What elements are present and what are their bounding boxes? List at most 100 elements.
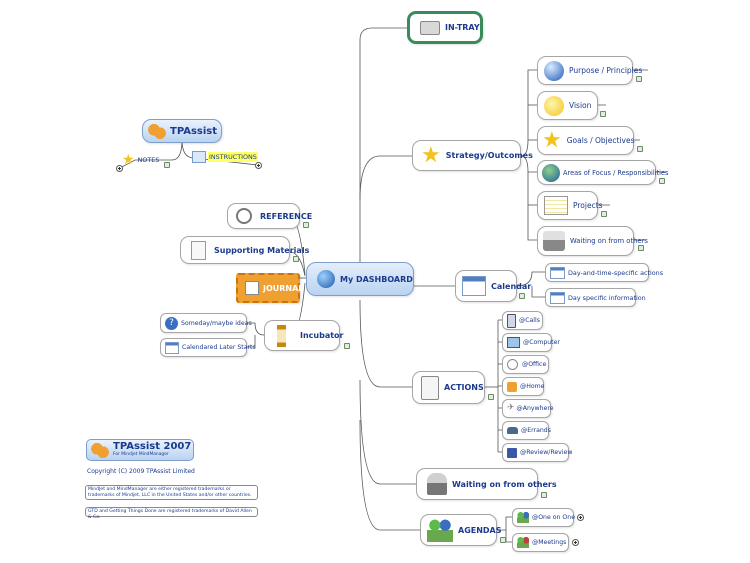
central-label: My DASHBOARD bbox=[340, 274, 413, 284]
plane-icon: ✈ bbox=[507, 403, 515, 413]
reference-topic[interactable]: REFERENCE bbox=[227, 203, 312, 229]
agenda-label: @One on One bbox=[532, 514, 576, 521]
earth-icon bbox=[542, 163, 560, 182]
agenda-meetings[interactable]: @Meetings bbox=[512, 533, 569, 552]
tpassist-logo-icon bbox=[90, 441, 110, 459]
person-at-desk-icon bbox=[427, 473, 447, 495]
sun-icon bbox=[544, 95, 564, 116]
waiting-topic[interactable]: Waiting on from others bbox=[416, 468, 557, 500]
agendas-topic[interactable]: AGENDAS bbox=[420, 514, 502, 546]
in-tray-topic[interactable]: IN-TRAY bbox=[407, 11, 483, 44]
car-icon bbox=[507, 427, 518, 434]
hourglass-icon bbox=[277, 324, 286, 347]
question-icon: ? bbox=[165, 316, 178, 330]
supporting-materials-topic[interactable]: Supporting Materials bbox=[180, 236, 309, 264]
action-label: @Anywhere bbox=[516, 405, 554, 412]
agendas-label: AGENDAS bbox=[458, 525, 502, 535]
action-calls[interactable]: @Calls bbox=[502, 311, 543, 330]
book-icon bbox=[507, 447, 517, 458]
tray-icon bbox=[420, 20, 440, 35]
instructions-icon bbox=[192, 151, 206, 163]
action-review[interactable]: @Review/Review bbox=[502, 443, 573, 462]
calendar-topic[interactable]: Calendar bbox=[455, 270, 531, 302]
tpassist-2007-logo: TPAssist 2007 For Mindjet MindManager bbox=[86, 439, 194, 461]
supporting-label: Supporting Materials bbox=[214, 245, 310, 255]
note-indicator-icon bbox=[601, 211, 607, 217]
home-icon bbox=[507, 381, 517, 392]
phone-icon bbox=[507, 313, 516, 328]
trademark-note-mindjet: MindJet and MindManager are either regis… bbox=[85, 485, 258, 500]
note-indicator-icon bbox=[600, 111, 606, 117]
agenda-label: @Meetings bbox=[532, 539, 567, 546]
note-indicator-icon bbox=[636, 76, 642, 82]
action-errands[interactable]: @Errands bbox=[502, 421, 551, 440]
star-icon: ★ bbox=[421, 142, 441, 168]
action-label: @Computer bbox=[523, 339, 560, 346]
star-icon: ★ bbox=[542, 127, 562, 153]
expand-icon[interactable] bbox=[255, 162, 262, 169]
action-computer[interactable]: @Computer bbox=[502, 333, 560, 352]
journal-label: JOURNAL bbox=[263, 283, 304, 293]
action-office[interactable]: @Office bbox=[502, 355, 549, 374]
strategy-item-projects[interactable]: Projects bbox=[537, 191, 603, 220]
action-anywhere[interactable]: ✈ @Anywhere bbox=[502, 399, 554, 418]
note-indicator-icon bbox=[637, 146, 643, 152]
incubator-item-someday[interactable]: ? Someday/maybe ideas bbox=[160, 313, 252, 333]
note-indicator-icon bbox=[164, 162, 170, 168]
note-indicator-icon bbox=[541, 492, 547, 498]
notes-node[interactable]: ★ NOTES bbox=[122, 153, 159, 167]
reference-label: REFERENCE bbox=[260, 211, 313, 221]
calendar-icon bbox=[165, 341, 179, 354]
instructions-label: INSTRUCTIONS bbox=[208, 152, 258, 162]
actions-topic[interactable]: ACTIONS bbox=[412, 371, 485, 404]
strategy-label: Strategy/Outcomes bbox=[445, 151, 533, 160]
magnifier-icon bbox=[507, 359, 518, 370]
globe-icon bbox=[317, 270, 335, 288]
people-icon bbox=[517, 537, 529, 548]
in-tray-label: IN-TRAY bbox=[445, 23, 480, 32]
note-indicator-icon bbox=[659, 178, 665, 184]
action-home[interactable]: @Home bbox=[502, 377, 544, 396]
people-icon bbox=[517, 512, 529, 523]
spreadsheet-icon bbox=[544, 196, 568, 215]
expand-icon[interactable] bbox=[572, 539, 579, 546]
tpassist-topic[interactable]: TPAssist bbox=[142, 119, 222, 143]
instructions-node[interactable]: INSTRUCTIONS bbox=[192, 151, 258, 163]
magnifier-icon bbox=[236, 208, 252, 224]
note-indicator-icon bbox=[303, 222, 309, 228]
calendar-icon bbox=[550, 266, 565, 279]
note-indicator-icon bbox=[488, 394, 494, 400]
calendar-item-day-time[interactable]: Day-and-time-specific actions bbox=[545, 263, 663, 282]
strategy-item-label: Purpose / Principles bbox=[569, 66, 643, 75]
strategy-item-waiting[interactable]: Waiting on from others bbox=[537, 226, 648, 256]
strategy-item-label: Goals / Objectives bbox=[566, 136, 635, 145]
journal-topic[interactable]: JOURNAL bbox=[236, 273, 304, 303]
calendar-item-day-specific[interactable]: Day specific information bbox=[545, 288, 646, 307]
calendar-label: Calendar bbox=[491, 281, 532, 291]
agenda-one-on-one[interactable]: @One on One bbox=[512, 508, 576, 527]
expand-icon[interactable] bbox=[577, 514, 584, 521]
strategy-item-label: Areas of Focus / Responsibilities bbox=[563, 168, 669, 177]
incubator-topic[interactable]: Incubator bbox=[264, 320, 344, 351]
action-label: @Office bbox=[522, 361, 547, 368]
pencil-notepad-icon bbox=[245, 281, 259, 295]
incubator-item-calendared[interactable]: Calendared Later Starts bbox=[160, 338, 256, 357]
strategy-item-label: Vision bbox=[569, 101, 592, 110]
expand-icon[interactable] bbox=[116, 165, 123, 172]
globe-icon bbox=[544, 60, 564, 81]
strategy-item-label: Waiting on from others bbox=[570, 237, 648, 245]
tpassist-logo-icon bbox=[147, 122, 167, 140]
calendar-item-label: Day specific information bbox=[568, 293, 646, 302]
notes-label: NOTES bbox=[137, 156, 160, 164]
strategy-item-goals[interactable]: ★ Goals / Objectives bbox=[537, 126, 635, 155]
strategy-item-vision[interactable]: Vision bbox=[537, 91, 598, 120]
copyright-text: Copyright (C) 2009 TPAssist Limited bbox=[87, 468, 195, 475]
document-icon bbox=[191, 240, 206, 260]
tpassist-label: TPAssist bbox=[170, 125, 218, 137]
strategy-topic[interactable]: ★ Strategy/Outcomes bbox=[412, 140, 533, 171]
action-label: @Review/Review bbox=[520, 449, 573, 456]
strategy-item-purpose[interactable]: Purpose / Principles bbox=[537, 56, 642, 85]
strategy-item-areas[interactable]: Areas of Focus / Responsibilities bbox=[537, 160, 668, 185]
central-topic[interactable]: My DASHBOARD bbox=[306, 262, 414, 296]
